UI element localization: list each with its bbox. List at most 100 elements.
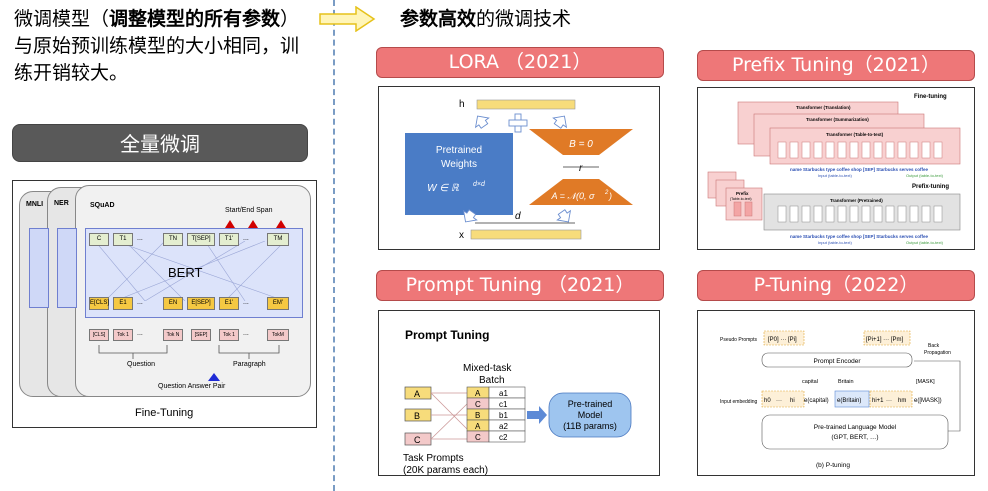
prompt-task-a-label: A bbox=[414, 389, 420, 399]
lora-label: LORA （2021） bbox=[376, 47, 664, 78]
ptuning-propagation-label: Propagation bbox=[924, 350, 951, 356]
ptuning-prompt-encoder bbox=[761, 352, 913, 368]
ptuning-mask-label: [MASK] bbox=[916, 379, 935, 385]
bert-input-ellipsis: ... bbox=[243, 330, 249, 337]
ptuning-emb-token: e([MASK]) bbox=[914, 398, 942, 404]
bert-emb-token: E[CLS] bbox=[89, 297, 109, 310]
prefix-input-top: Input (table-to-text) bbox=[818, 173, 852, 178]
prefix-t1-label: Transformer (Translation) bbox=[796, 105, 851, 110]
prompt-task-params: (20K params each) bbox=[403, 465, 488, 476]
prompt-model-line1: Pre-trained bbox=[568, 399, 613, 409]
lora-b-formula: B = 0 bbox=[569, 139, 593, 150]
bert-emb-ellipsis: ... bbox=[243, 299, 249, 306]
span-markers bbox=[225, 220, 286, 228]
lora-x-bar bbox=[470, 229, 582, 240]
bert-input-ellipsis: ... bbox=[137, 330, 143, 337]
prompt-batch-table bbox=[466, 386, 526, 443]
prefix-input-bottom: Input (table-to-text) bbox=[818, 240, 852, 245]
lora-r-label: r bbox=[579, 163, 583, 174]
bert-out-token: T1 bbox=[113, 233, 133, 246]
ner-label: NER bbox=[54, 200, 69, 207]
section-divider bbox=[333, 0, 335, 491]
lora-a-close: ) bbox=[608, 191, 612, 201]
ptuning-back-label: Back bbox=[928, 343, 940, 349]
prompt-batch-line1: Mixed-task bbox=[463, 363, 512, 374]
mnli-model-block bbox=[29, 228, 49, 308]
prompt-task-c-label: C bbox=[414, 435, 421, 445]
prefix-output-top: Output (table-to-text) bbox=[906, 173, 944, 178]
prefix-diagram: Fine-tuning Transformer (Translation) Tr… bbox=[707, 94, 961, 245]
lora-weights-formula: W ∈ ℝ bbox=[427, 183, 460, 194]
bert-out-token: T[SEP] bbox=[187, 233, 215, 246]
bert-out-token: TM bbox=[267, 233, 289, 246]
start-end-span-label: Start/End Span bbox=[225, 207, 273, 214]
lora-down-arrow-icon bbox=[462, 209, 478, 223]
ptuning-prompt-left bbox=[763, 330, 805, 346]
bert-emb-token: E1 bbox=[113, 297, 133, 310]
bert-out-ellipsis: ... bbox=[137, 235, 143, 242]
bert-out-ellipsis: ... bbox=[243, 235, 249, 242]
yellow-arrow-icon bbox=[319, 6, 376, 32]
prompt-model-line3: (11B params) bbox=[563, 421, 617, 431]
prompt-row-task: B bbox=[475, 411, 480, 420]
bert-label: BERT bbox=[168, 265, 203, 280]
lora-up-arrow-icon bbox=[474, 115, 490, 129]
ptuning-h-right bbox=[869, 390, 913, 408]
lora-down-arrow-icon bbox=[556, 209, 572, 223]
lora-weights-line2: Weights bbox=[441, 159, 477, 170]
prefix-block-3 bbox=[725, 187, 763, 221]
bert-out-token: TN bbox=[163, 233, 183, 246]
lora-x-label: x bbox=[459, 230, 464, 241]
bert-attention-lines bbox=[94, 241, 286, 301]
lora-diagram: h Pretrained Weights W ∈ ℝ d×d B = 0 r A… bbox=[405, 99, 633, 241]
lora-weights-superscript: d×d bbox=[473, 181, 486, 188]
p-tuning-figure: Pseudo Prompts [P0] ··· [Pi] [Pi+1] ··· … bbox=[697, 310, 975, 476]
bert-finetune-figure: MNLI NER SQuAD Start/End Span BERT C T1 … bbox=[12, 180, 317, 428]
ptuning-encoder-label: Prompt Encoder bbox=[814, 358, 862, 365]
prompt-title: Prompt Tuning bbox=[405, 328, 489, 342]
bert-out-token: C bbox=[89, 233, 109, 246]
bert-input-token: [SEP] bbox=[191, 329, 211, 341]
question-label: Question bbox=[127, 361, 156, 368]
prompt-row-item: a1 bbox=[499, 389, 508, 398]
ptuning-prompt-right bbox=[863, 330, 911, 346]
ptuning-emb-token: e(capital) bbox=[804, 398, 829, 404]
lora-h-bar bbox=[476, 99, 576, 110]
prompt-row-item: a2 bbox=[499, 422, 508, 431]
prompt-row-task: C bbox=[475, 400, 481, 409]
lora-plus-icon bbox=[508, 113, 528, 133]
ptuning-pseudo-label: Pseudo Prompts bbox=[720, 337, 757, 343]
prefix-block-sub: (Table-to-text) bbox=[730, 197, 752, 201]
prefix-words-top: name Starbucks type coffee shop [SEP] St… bbox=[790, 167, 929, 172]
ptuning-emb-token: e(Britain) bbox=[837, 398, 861, 404]
prefix-block-label: Prefix bbox=[736, 191, 749, 196]
ptuning-emb-token: ··· bbox=[776, 398, 782, 404]
ptuning-emb-token: ··· bbox=[886, 398, 892, 404]
ptuning-emb-token: hi bbox=[790, 398, 795, 404]
lora-a-formula: A = 𝒩(0, σ bbox=[551, 191, 596, 201]
prefix-tuning-figure: Fine-tuning Transformer (Translation) Tr… bbox=[697, 87, 975, 250]
prompt-row-item: c1 bbox=[499, 400, 508, 409]
ptuning-emb-token: hi+1 bbox=[872, 398, 884, 404]
bert-out-token: T1' bbox=[219, 233, 239, 246]
lora-pretrained-weights bbox=[405, 133, 513, 215]
lora-figure: h Pretrained Weights W ∈ ℝ d×d B = 0 r A… bbox=[378, 86, 660, 250]
paragraph-label: Paragraph bbox=[233, 361, 266, 368]
ptuning-diagram: Pseudo Prompts [P0] ··· [Pi] [Pi+1] ··· … bbox=[720, 330, 961, 469]
bert-grouping-lines bbox=[98, 345, 280, 381]
prompt-diagram: Prompt Tuning Mixed-task Batch A B C A a… bbox=[403, 328, 632, 476]
bert-emb-token: E1' bbox=[219, 297, 239, 310]
bert-emb-token: E[SEP] bbox=[187, 297, 215, 310]
ptuning-emb-token: hm bbox=[898, 398, 906, 404]
lora-d-label: d bbox=[515, 211, 521, 222]
prompt-tuning-figure: Prompt Tuning Mixed-task Batch A B C A a… bbox=[378, 310, 660, 476]
mnli-label: MNLI bbox=[26, 201, 44, 208]
right-title: 参数高效的微调技术 bbox=[400, 6, 571, 32]
prompt-row-task: C bbox=[475, 433, 481, 442]
bert-emb-token: EN bbox=[163, 297, 183, 310]
lora-a-matrix bbox=[529, 179, 633, 205]
full-finetune-label: 全量微调 bbox=[12, 124, 308, 162]
bert-emb-token: EM' bbox=[267, 297, 289, 310]
prompt-task-b-label: B bbox=[414, 411, 420, 421]
lora-up-arrow-icon bbox=[552, 115, 568, 129]
